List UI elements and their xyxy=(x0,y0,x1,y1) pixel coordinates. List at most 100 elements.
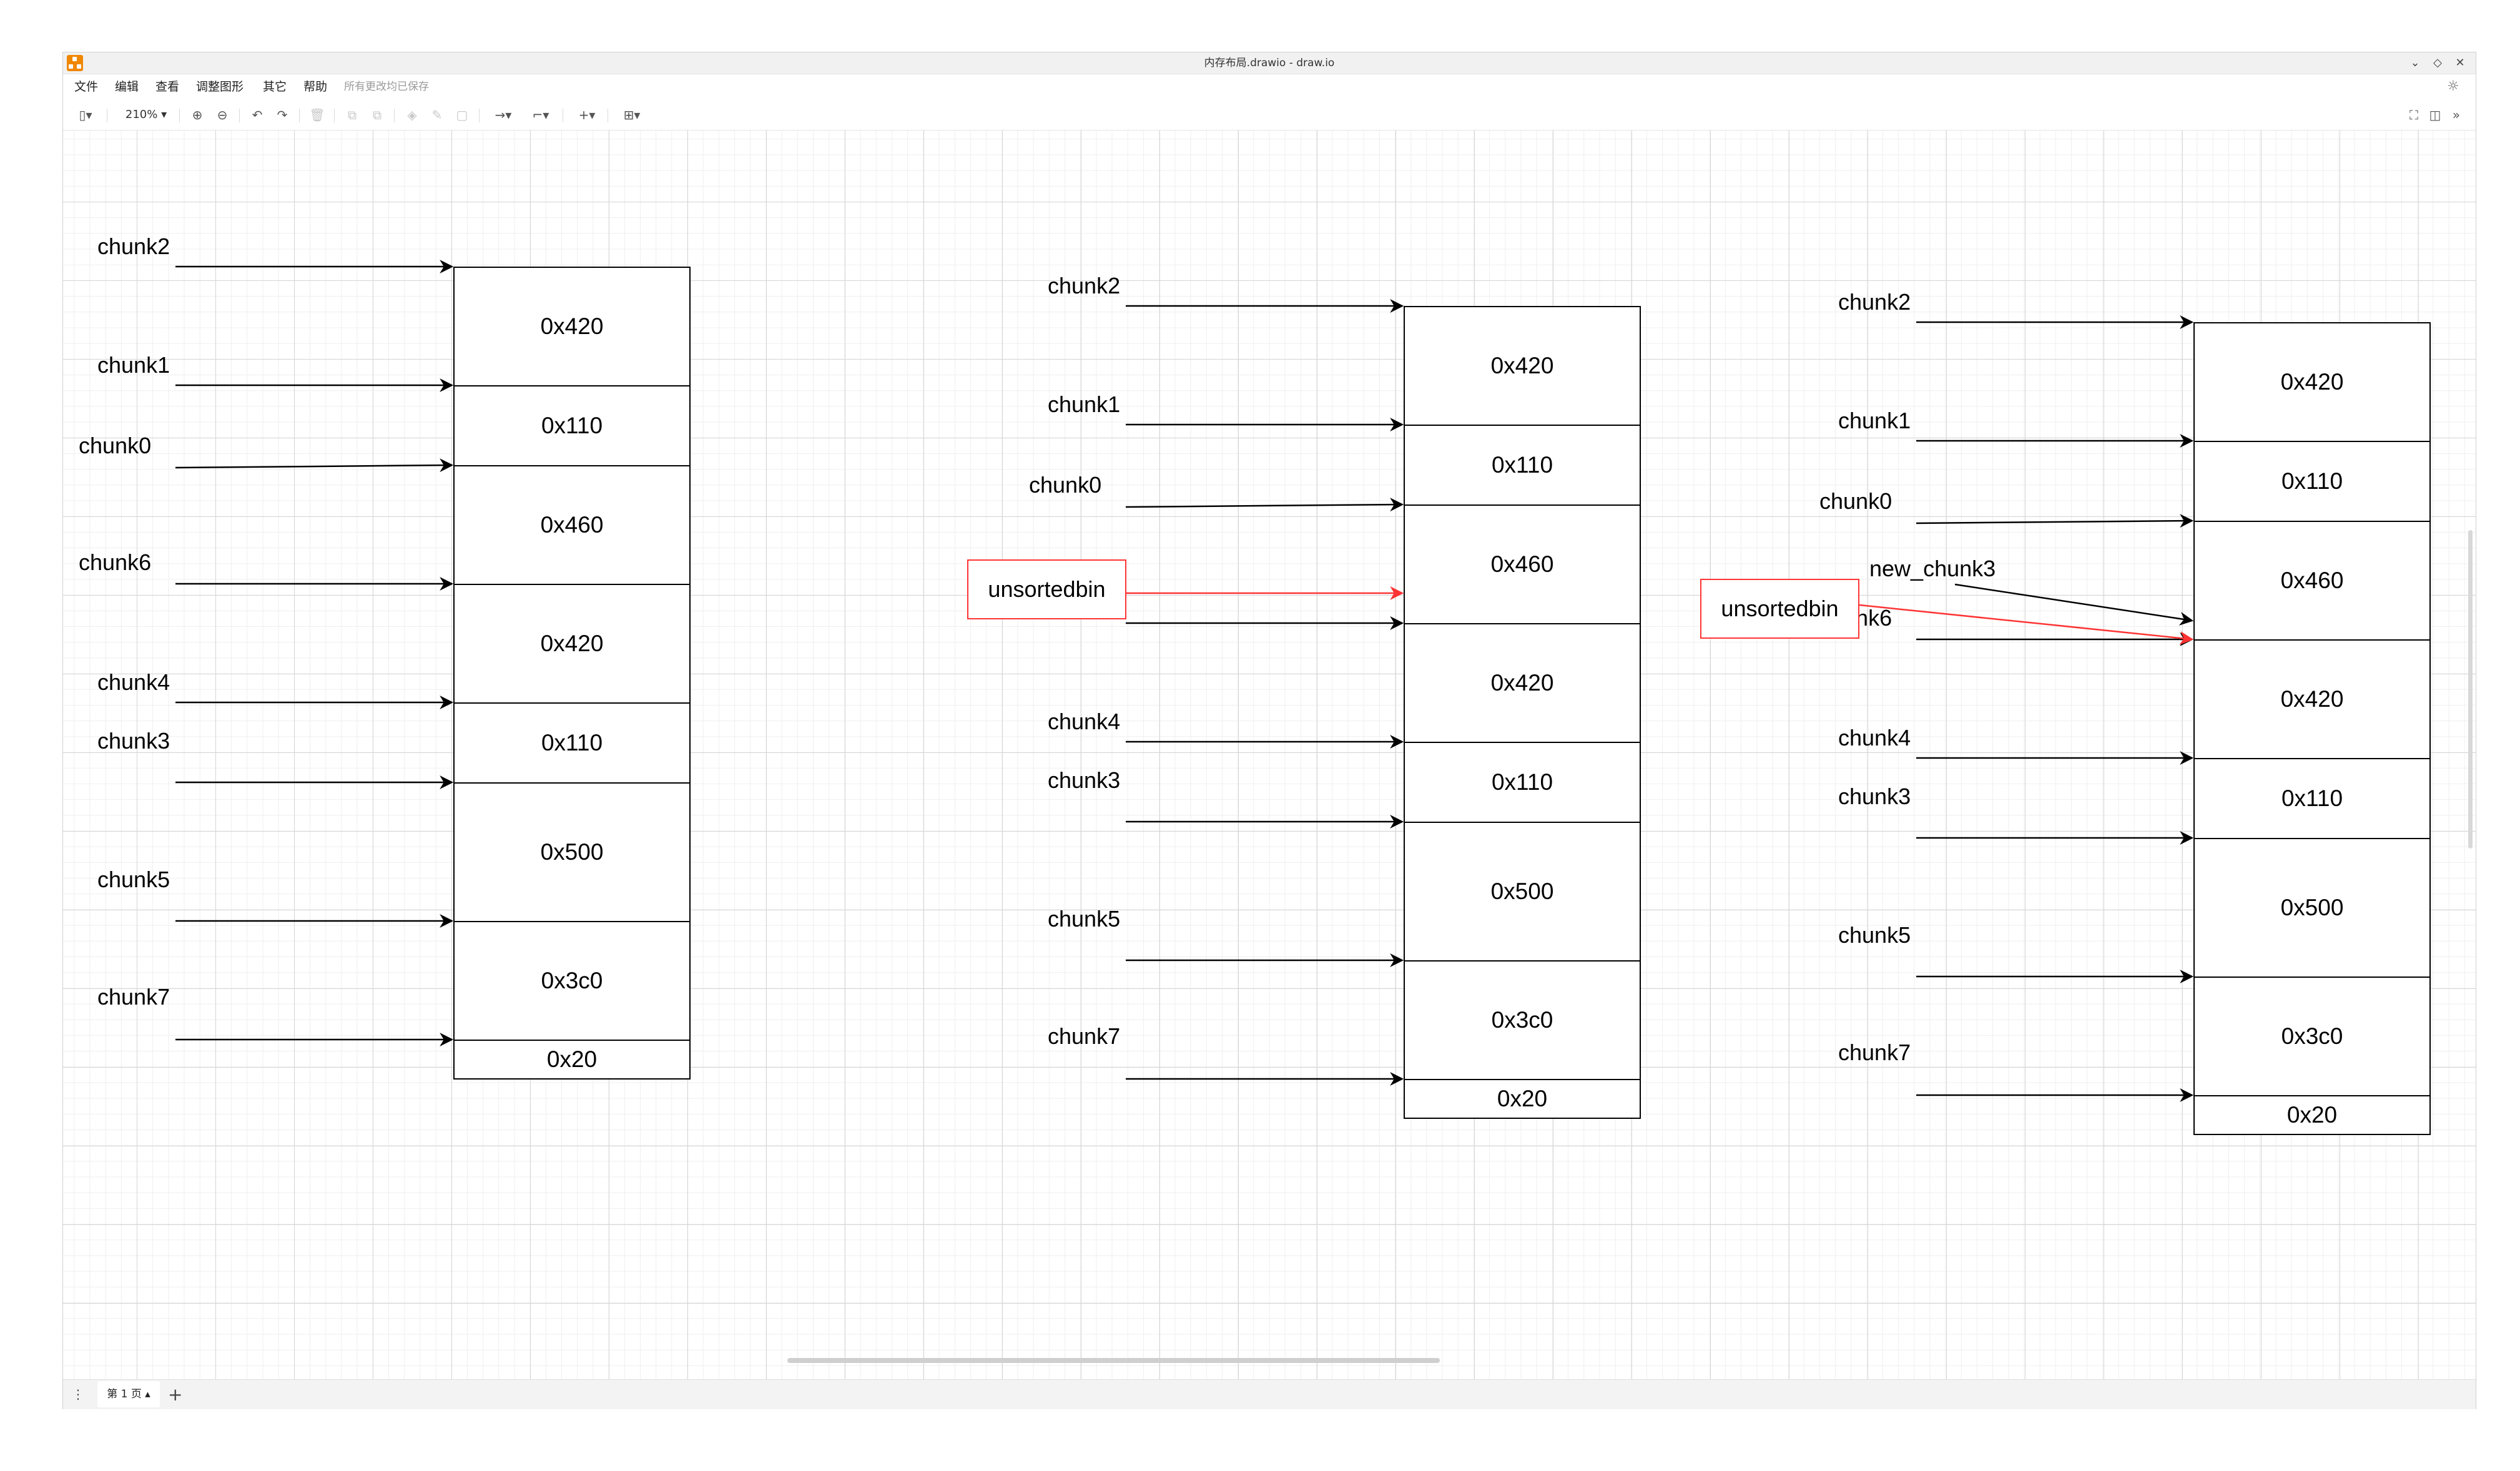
pointer-label-chunk6[interactable]: chunk6 xyxy=(79,549,152,575)
memory-cell[interactable]: 0x420 xyxy=(1404,623,1641,744)
pointer-arrow[interactable] xyxy=(1125,498,1404,512)
maximize-button[interactable]: ◇ xyxy=(2433,56,2442,69)
page-tab[interactable]: 第 1 页 ▴ xyxy=(97,1381,160,1407)
memory-cell[interactable]: 0x110 xyxy=(1404,742,1641,824)
menu-arrange[interactable]: 调整图形 xyxy=(196,80,244,94)
menu-help[interactable]: 帮助 xyxy=(303,80,328,94)
close-button[interactable]: ✕ xyxy=(2455,56,2465,69)
table-icon[interactable]: ⊞▾ xyxy=(623,107,641,122)
memory-cell[interactable]: 0x420 xyxy=(2193,639,2431,760)
memory-cell[interactable]: 0x420 xyxy=(453,584,691,704)
pointer-label-chunk7[interactable]: chunk7 xyxy=(1048,1023,1121,1049)
unsortedbin-box[interactable]: unsortedbin xyxy=(967,559,1126,619)
zoom-out-icon[interactable]: ⊖ xyxy=(217,107,228,122)
pointer-arrow[interactable] xyxy=(1916,514,2194,528)
memory-cell[interactable]: 0x460 xyxy=(2193,521,2431,641)
save-status: 所有更改均已保存 xyxy=(344,81,429,93)
unsortedbin-arrow[interactable] xyxy=(1859,604,2194,645)
arrow-layer xyxy=(175,260,2194,1102)
shadow-icon[interactable]: ▢ xyxy=(456,107,468,122)
pointer-label-chunk7[interactable]: chunk7 xyxy=(1838,1040,1911,1065)
memory-cell[interactable]: 0x110 xyxy=(2193,441,2431,523)
redo-icon[interactable]: ↷ xyxy=(277,107,288,122)
pointer-label-chunk5[interactable]: chunk5 xyxy=(97,867,170,892)
minimize-button[interactable]: ⌄ xyxy=(2410,56,2420,69)
memory-cell[interactable]: 0x110 xyxy=(1404,425,1641,506)
pointer-label-chunk2[interactable]: chunk2 xyxy=(97,234,170,259)
pointer-label-chunk1[interactable]: chunk1 xyxy=(1838,408,1911,433)
title-bar: 内存布局.drawio - draw.io ⌄ ◇ ✕ xyxy=(63,52,2476,74)
memory-cell[interactable]: 0x110 xyxy=(2193,758,2431,840)
pointer-label-new-chunk3[interactable]: new_chunk3 xyxy=(1869,556,1996,581)
pointer-label-chunk4[interactable]: chunk4 xyxy=(97,669,170,695)
memory-cell[interactable]: 0x20 xyxy=(2193,1095,2431,1135)
format-panel-icon[interactable]: ◫ xyxy=(2429,107,2441,122)
menu-bar: 文件 编辑 查看 调整图形 其它 帮助 所有更改均已保存 ☼ xyxy=(63,74,2476,99)
memory-cell[interactable]: 0x500 xyxy=(453,782,691,923)
memory-cell[interactable]: 0x110 xyxy=(453,702,691,784)
memory-cell[interactable]: 0x420 xyxy=(453,267,691,387)
vertical-scrollbar[interactable] xyxy=(2468,530,2473,849)
unsortedbin-box[interactable]: unsortedbin xyxy=(1700,579,1859,639)
memory-cell[interactable]: 0x460 xyxy=(453,465,691,586)
connection-icon[interactable]: →▾ xyxy=(495,107,512,122)
pointer-label-chunk3[interactable]: chunk3 xyxy=(97,728,170,754)
pointer-label-chunk0[interactable]: chunk0 xyxy=(1029,472,1102,498)
line-color-icon[interactable]: ✎ xyxy=(431,107,443,122)
pointer-label-chunk7[interactable]: chunk7 xyxy=(97,984,170,1010)
pointer-label-chunk4[interactable]: chunk4 xyxy=(1838,725,1911,750)
pointer-label-chunk4[interactable]: chunk4 xyxy=(1048,709,1121,734)
waypoints-icon[interactable]: ⌐▾ xyxy=(532,107,549,122)
pages-menu-icon[interactable]: ⋮ xyxy=(72,1387,84,1402)
zoom-select[interactable]: 210% ▾ xyxy=(125,108,167,121)
undo-icon[interactable]: ↶ xyxy=(252,107,263,122)
pointer-label-chunk2[interactable]: chunk2 xyxy=(1048,273,1121,298)
sidebar-toggle-icon[interactable]: ▯▾ xyxy=(79,107,92,122)
fullscreen-icon[interactable]: ⛶ xyxy=(2409,107,2418,122)
memory-cell[interactable]: 0x500 xyxy=(2193,838,2431,978)
to-back-icon[interactable]: ⧉ xyxy=(372,107,382,122)
memory-cell[interactable]: 0x110 xyxy=(453,385,691,467)
menu-edit[interactable]: 编辑 xyxy=(115,80,139,94)
menu-file[interactable]: 文件 xyxy=(74,80,99,94)
add-page-button[interactable]: + xyxy=(168,1384,183,1405)
memory-cell[interactable]: 0x3c0 xyxy=(2193,977,2431,1097)
pointer-label-chunk2[interactable]: chunk2 xyxy=(1838,289,1911,315)
menu-extras[interactable]: 其它 xyxy=(263,80,287,94)
to-front-icon[interactable]: ⧉ xyxy=(347,107,357,122)
memory-cell[interactable]: 0x420 xyxy=(2193,322,2431,443)
toolbar-separator xyxy=(334,109,335,122)
pointer-arrow[interactable] xyxy=(175,458,454,473)
memory-cell[interactable]: 0x460 xyxy=(1404,504,1641,625)
memory-cell[interactable]: 0x420 xyxy=(1404,306,1641,426)
memory-cell[interactable]: 0x20 xyxy=(453,1040,691,1080)
drawio-logo-icon xyxy=(67,55,83,71)
pointer-label-chunk1[interactable]: chunk1 xyxy=(1048,391,1121,417)
toolbar: ▯▾ 210% ▾ ⊕ ⊖ ↶ ↷ 🗑︎ ⧉ ⧉ ◈ ✎ ▢ →▾ ⌐▾ +▾ … xyxy=(63,100,2476,130)
toolbar-separator xyxy=(394,109,395,122)
new-chunk3-arrow[interactable] xyxy=(1954,583,2194,626)
delete-icon[interactable]: 🗑︎ xyxy=(309,107,325,122)
insert-icon[interactable]: +▾ xyxy=(578,107,596,122)
zoom-value: 210% xyxy=(125,108,158,121)
collapse-icon[interactable]: » xyxy=(2452,107,2461,122)
menu-view[interactable]: 查看 xyxy=(155,80,180,94)
pointer-label-chunk1[interactable]: chunk1 xyxy=(97,352,170,378)
pointer-label-chunk3[interactable]: chunk3 xyxy=(1048,767,1121,793)
memory-cell[interactable]: 0x3c0 xyxy=(1404,960,1641,1081)
drawio-window: 内存布局.drawio - draw.io ⌄ ◇ ✕ 文件 编辑 查看 调整图… xyxy=(62,52,2476,1409)
pointer-label-chunk5[interactable]: chunk5 xyxy=(1838,922,1911,948)
memory-cell[interactable]: 0x500 xyxy=(1404,822,1641,962)
theme-icon[interactable]: ☼ xyxy=(2447,79,2459,94)
pointer-label-chunk5[interactable]: chunk5 xyxy=(1048,906,1121,932)
pointer-label-chunk3[interactable]: chunk3 xyxy=(1838,784,1911,809)
memory-cell[interactable]: 0x3c0 xyxy=(453,921,691,1041)
page-bar: ⋮ 第 1 页 ▴ + xyxy=(63,1379,2476,1409)
horizontal-scrollbar[interactable] xyxy=(787,1358,1440,1363)
pointer-label-chunk0[interactable]: chunk0 xyxy=(79,433,152,458)
pointer-label-chunk0[interactable]: chunk0 xyxy=(1819,488,1892,514)
fill-color-icon[interactable]: ◈ xyxy=(407,107,417,122)
zoom-in-icon[interactable]: ⊕ xyxy=(192,107,203,122)
memory-cell[interactable]: 0x20 xyxy=(1404,1079,1641,1119)
